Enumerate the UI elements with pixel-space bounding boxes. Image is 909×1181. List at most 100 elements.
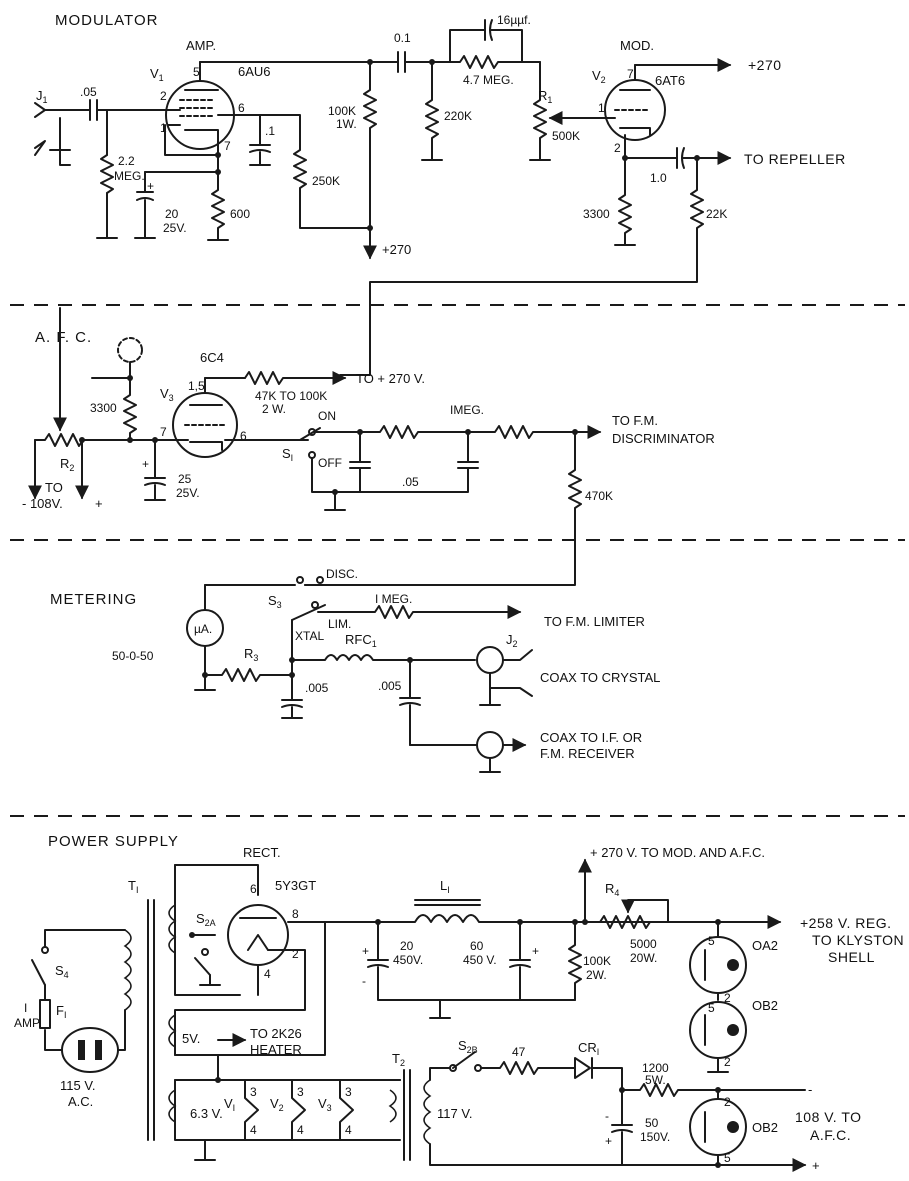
- coax-if-b: F.M. RECEIVER: [540, 746, 635, 761]
- fuse-a: I: [24, 1001, 27, 1015]
- c60-ps: 60: [470, 939, 484, 953]
- reg-b: TO KLYSTON: [812, 932, 904, 948]
- ob2b-p5: 5: [724, 1151, 731, 1165]
- w63v: 6.3 V.: [190, 1106, 223, 1121]
- s1-label: SI: [282, 446, 293, 463]
- c60-plus: +: [532, 944, 539, 958]
- rect-label: RECT.: [243, 845, 281, 860]
- c10-label: 1.0: [650, 171, 667, 185]
- coax-crystal: COAX TO CRYSTAL: [540, 670, 660, 685]
- c01-label: 0.1: [394, 31, 411, 45]
- t2-label: T2: [392, 1051, 405, 1068]
- r3-label: R3: [244, 646, 258, 663]
- modulator-title: MODULATOR: [55, 12, 158, 29]
- cr1-label: CRI: [578, 1040, 599, 1057]
- ob2b-p2: 2: [724, 1095, 731, 1109]
- xtal-label: XTAL: [295, 629, 324, 643]
- c20-v-label: 25V.: [163, 221, 187, 235]
- c005b: .005: [378, 679, 402, 693]
- c20-ps-minus: -: [362, 974, 366, 988]
- r250k-label: 250K: [312, 174, 340, 188]
- v2-type: 6AT6: [655, 73, 685, 88]
- oa2-p2: 2: [724, 991, 731, 1005]
- c20-label: 20: [165, 207, 179, 221]
- r47k-w: 2 W.: [262, 402, 286, 416]
- r3300-mod: 3300: [583, 207, 610, 221]
- c05-afc: .05: [402, 475, 419, 489]
- v1-label: V1: [150, 66, 164, 83]
- r5000-w: 20W.: [630, 951, 657, 965]
- r22k-label: 22K: [706, 207, 727, 221]
- fil-v2: V2: [270, 1096, 284, 1113]
- v3-pin6: 6: [240, 429, 247, 443]
- ob2a-p5: 5: [708, 1001, 715, 1015]
- ob2b-label: OB2: [752, 1120, 778, 1135]
- ob2a-p2: 2: [724, 1055, 731, 1069]
- imeg-met: I MEG.: [375, 592, 412, 606]
- c-05-label: .05: [80, 85, 97, 99]
- r5000: 5000: [630, 937, 657, 951]
- rect-pin2: 2: [292, 947, 299, 961]
- r1200: 1200: [642, 1061, 669, 1075]
- v2-label: V2: [592, 68, 606, 85]
- s4-label: S4: [55, 963, 69, 980]
- v2-pin2: 2: [614, 141, 621, 155]
- v3-type: 6C4: [200, 350, 224, 365]
- r470k-label: 470K: [585, 489, 613, 503]
- c20-ps-v: 450V.: [393, 953, 423, 967]
- fil-v3-4: 4: [345, 1123, 352, 1137]
- meter-range: 50-0-50: [112, 649, 154, 663]
- ac-b: A.C.: [68, 1094, 93, 1109]
- b270-mod: + 270 V. TO MOD. AND A.F.C.: [590, 845, 765, 860]
- to-repeller: TO REPELLER: [744, 151, 846, 167]
- amp-label: AMP.: [186, 38, 216, 53]
- to-label: TO: [45, 480, 63, 495]
- v108-a: 108 V. TO: [795, 1109, 862, 1125]
- c60-ps-v: 450 V.: [463, 953, 497, 967]
- fm-disc-b: DISCRIMINATOR: [612, 431, 715, 446]
- c50: 50: [645, 1116, 659, 1130]
- v3-pin7: 7: [160, 425, 167, 439]
- reg-c: SHELL: [828, 949, 875, 965]
- j2-label: J2: [506, 632, 518, 649]
- v1-pin5: 5: [193, 65, 200, 79]
- c50-minus: -: [605, 1109, 609, 1123]
- fil-v1-3: 3: [250, 1085, 257, 1099]
- mod-label: MOD.: [620, 38, 654, 53]
- rect-pin4: 4: [264, 967, 271, 981]
- c20-plus: +: [147, 179, 154, 193]
- rect-pin6: 6: [250, 882, 257, 896]
- disc-label: DISC.: [326, 567, 358, 581]
- power-supply-title: POWER SUPPLY: [48, 833, 179, 850]
- w5v: 5V.: [182, 1031, 200, 1046]
- c20-ps: 20: [400, 939, 414, 953]
- metering-section: DISC. LIM. I MEG. TO F.M. LIMITER S3 XTA…: [112, 567, 660, 773]
- v1-pin7: 7: [224, 139, 231, 153]
- reg-a: +258 V. REG.: [800, 915, 891, 931]
- imeg-label: IMEG.: [450, 403, 484, 417]
- c005a: .005: [305, 681, 329, 695]
- to-fm-limiter: TO F.M. LIMITER: [544, 614, 645, 629]
- v2-pin1: 1: [598, 101, 605, 115]
- r47-label: 47: [512, 1045, 526, 1059]
- l1-label: LI: [440, 878, 450, 895]
- v108-label: - 108V.: [22, 496, 63, 511]
- r600-label: 600: [230, 207, 250, 221]
- t1-label: TI: [128, 878, 138, 895]
- fil-v3: V3: [318, 1096, 332, 1113]
- c25-plus: +: [142, 457, 149, 471]
- s2b-label: S2B: [458, 1038, 478, 1055]
- coax-if-a: COAX TO I.F. OR: [540, 730, 642, 745]
- j1-label: J1: [36, 88, 48, 105]
- oa2-label: OA2: [752, 938, 778, 953]
- rfc-label: RFC1: [345, 632, 377, 649]
- v1-pin2: 2: [160, 89, 167, 103]
- c16-label: 16µµf.: [497, 13, 531, 27]
- fil-v1: VI: [224, 1096, 235, 1113]
- j2-coax: [476, 646, 504, 674]
- ac-a: 115 V.: [60, 1078, 95, 1093]
- v108-b: A.F.C.: [810, 1127, 851, 1143]
- c20-ps-plus: +: [362, 944, 369, 958]
- off-label: OFF: [318, 456, 342, 470]
